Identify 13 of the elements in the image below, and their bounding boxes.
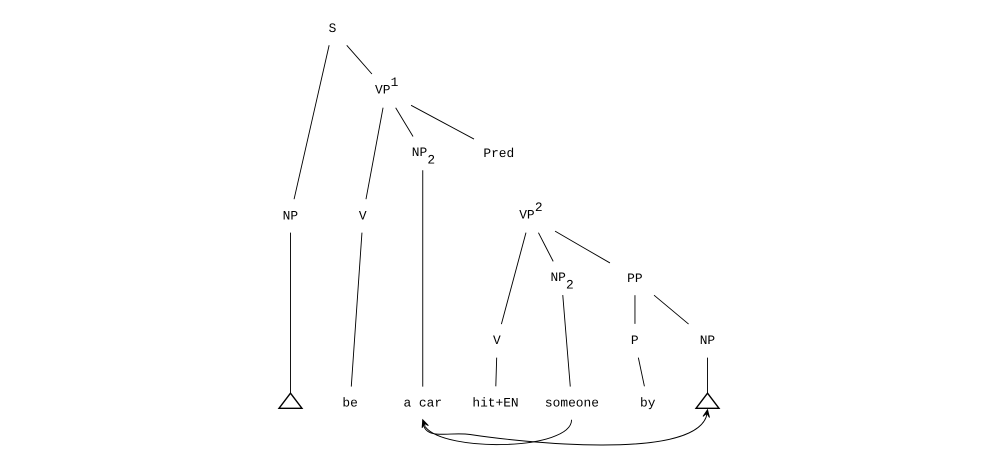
node-text: hit+EN [472,396,518,411]
node-text: PP [626,270,642,286]
node-text: Pred [482,146,514,161]
node-text: someone [544,396,598,411]
node-text: P [630,333,638,348]
node-text: be [342,396,358,411]
node-text: by [640,396,655,411]
node-text: NP [699,333,715,348]
node-text: V [492,333,500,348]
node-text: S [328,20,336,36]
node-text: a car [402,396,442,411]
node-text: V [358,208,366,224]
node-text: NP [282,208,298,224]
